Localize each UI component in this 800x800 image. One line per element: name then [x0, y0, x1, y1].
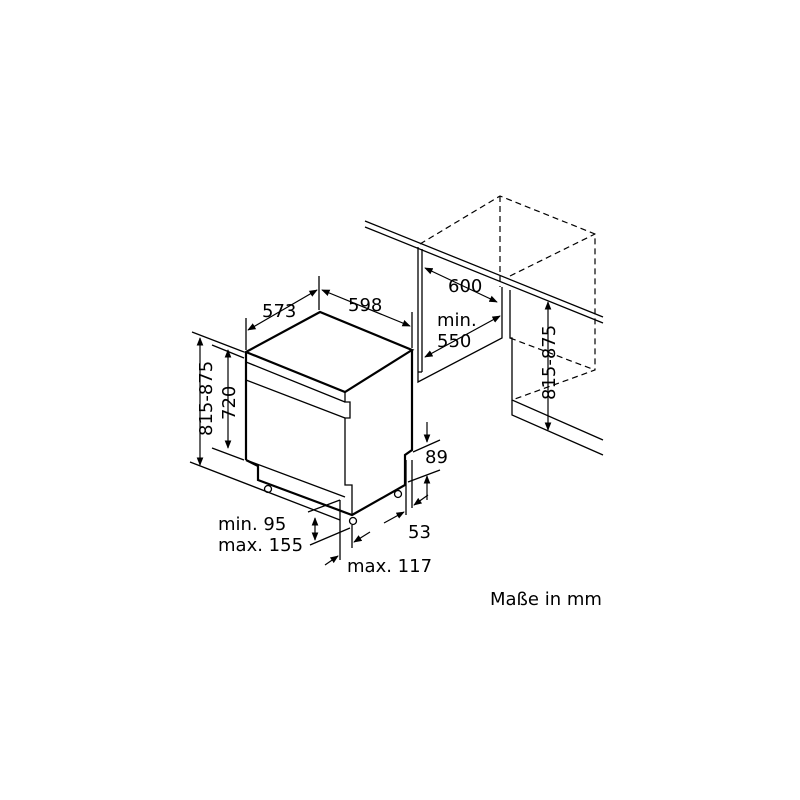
total-height-label: 815-875 [196, 361, 217, 436]
width-label: 598 [348, 295, 382, 316]
door-overhang-label: max. 117 [347, 556, 432, 577]
dimension-lines [189, 276, 441, 566]
unit-note: Maße in mm [490, 589, 602, 610]
plinth-recess-label: 89 [425, 447, 448, 468]
niche-depth-value-label: 550 [437, 331, 471, 352]
dishwasher [243, 310, 415, 526]
foot-min-label: min. 95 [218, 514, 286, 535]
body-height-label: 720 [219, 386, 240, 420]
niche-depth-min-label: min. [437, 310, 477, 331]
depth-label: 573 [262, 301, 296, 322]
niche-height-label: 815-875 [539, 325, 560, 400]
foot [393, 489, 403, 499]
foot [348, 516, 358, 526]
niche-width-label: 600 [448, 276, 482, 297]
foot-max-label: max. 155 [218, 535, 303, 556]
kitchen-niche [364, 195, 604, 456]
plinth-height-label: 53 [408, 522, 431, 543]
